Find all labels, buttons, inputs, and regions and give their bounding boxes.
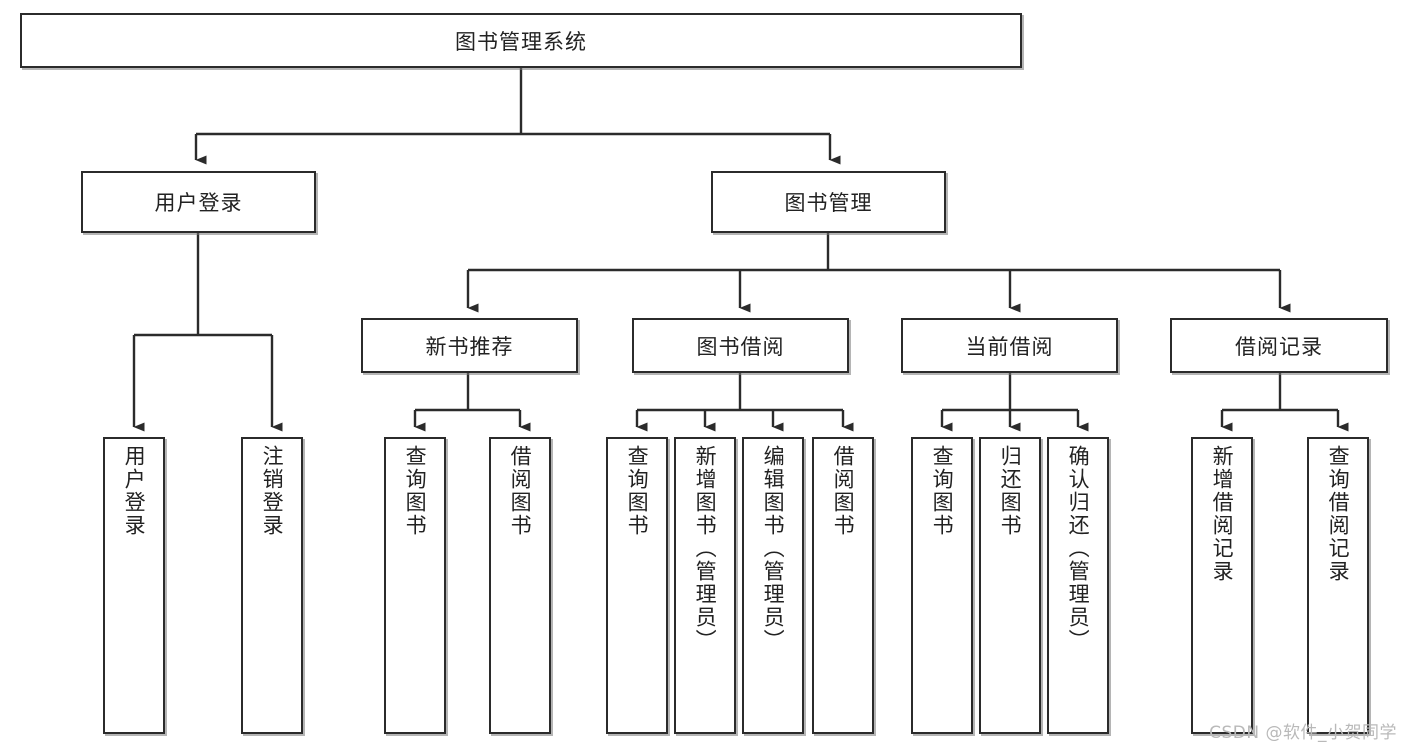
node-leaf-query-book-borrow[interactable]: 查询图书 xyxy=(606,437,668,734)
node-label: 借阅图书 xyxy=(831,445,856,537)
node-book-borrow[interactable]: 图书借阅 xyxy=(632,318,849,373)
node-borrow-records[interactable]: 借阅记录 xyxy=(1170,318,1388,373)
node-label: 借阅记录 xyxy=(1235,334,1323,359)
node-label: 查询借阅记录 xyxy=(1326,445,1351,583)
node-leaf-borrow-book[interactable]: 借阅图书 xyxy=(812,437,874,734)
node-leaf-logout[interactable]: 注销登录 xyxy=(241,437,303,734)
node-label: 编辑图书（管理员） xyxy=(761,445,786,652)
node-label: 图书管理系统 xyxy=(455,29,587,54)
node-leaf-edit-book-admin[interactable]: 编辑图书（管理员） xyxy=(742,437,804,734)
node-leaf-add-book-admin[interactable]: 新增图书（管理员） xyxy=(674,437,736,734)
node-label: 借阅图书 xyxy=(508,445,533,537)
node-book-management[interactable]: 图书管理 xyxy=(711,171,946,233)
node-new-book-recommend[interactable]: 新书推荐 xyxy=(361,318,578,373)
node-leaf-return-book[interactable]: 归还图书 xyxy=(979,437,1041,734)
node-label: 用户登录 xyxy=(122,445,147,537)
node-label: 注销登录 xyxy=(260,445,285,537)
node-label: 查询图书 xyxy=(403,445,428,537)
node-leaf-user-login[interactable]: 用户登录 xyxy=(103,437,165,734)
node-label: 归还图书 xyxy=(998,445,1023,537)
node-label: 用户登录 xyxy=(154,191,243,215)
node-current-borrow[interactable]: 当前借阅 xyxy=(901,318,1118,373)
node-label: 图书借阅 xyxy=(696,334,785,359)
node-leaf-add-borrow-record[interactable]: 新增借阅记录 xyxy=(1191,437,1253,734)
node-leaf-confirm-return-admin[interactable]: 确认归还（管理员） xyxy=(1047,437,1109,734)
node-label: 当前借阅 xyxy=(965,334,1054,359)
node-leaf-borrow-book-recommend[interactable]: 借阅图书 xyxy=(489,437,551,734)
node-leaf-query-borrow-record[interactable]: 查询借阅记录 xyxy=(1307,437,1369,734)
node-label: 新增借阅记录 xyxy=(1210,445,1235,583)
node-leaf-query-book-recommend[interactable]: 查询图书 xyxy=(384,437,446,734)
node-label: 查询图书 xyxy=(930,445,955,537)
node-user-login[interactable]: 用户登录 xyxy=(81,171,316,233)
node-label: 新增图书（管理员） xyxy=(693,445,718,652)
node-label: 查询图书 xyxy=(625,445,650,537)
node-label: 确认归还（管理员） xyxy=(1066,445,1091,652)
node-label: 图书管理 xyxy=(784,191,873,215)
node-leaf-query-book-current[interactable]: 查询图书 xyxy=(911,437,973,734)
watermark: CSDN @软件_小贺同学 xyxy=(1209,723,1397,743)
node-label: 新书推荐 xyxy=(425,334,514,359)
node-root-book-management-system[interactable]: 图书管理系统 xyxy=(20,13,1022,68)
